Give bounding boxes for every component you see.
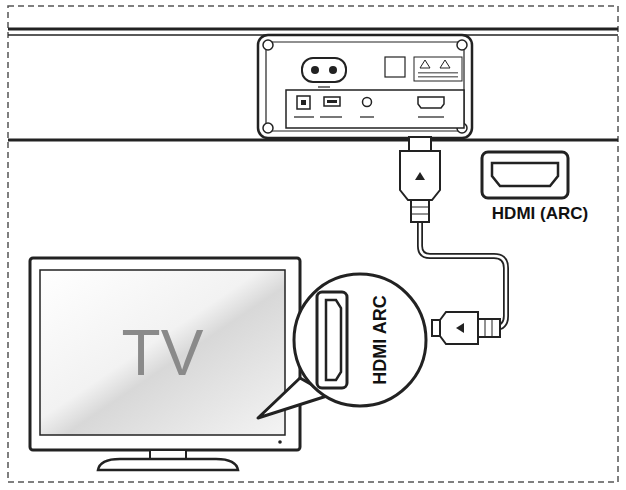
port-label: HDMI (ARC) (470, 204, 610, 224)
callout-outline (292, 272, 428, 408)
hdmi-port-icon (482, 152, 568, 198)
hdmi-port-icon (317, 292, 347, 388)
device-name: TV (122, 321, 204, 385)
dashed-frame (8, 6, 618, 482)
port-name: HDMI ARC (371, 295, 389, 384)
callout-circle: HDMI ARC (292, 272, 428, 408)
soundbar (8, 29, 618, 140)
tv-set (30, 258, 300, 470)
tv-screen: TV (40, 270, 285, 435)
